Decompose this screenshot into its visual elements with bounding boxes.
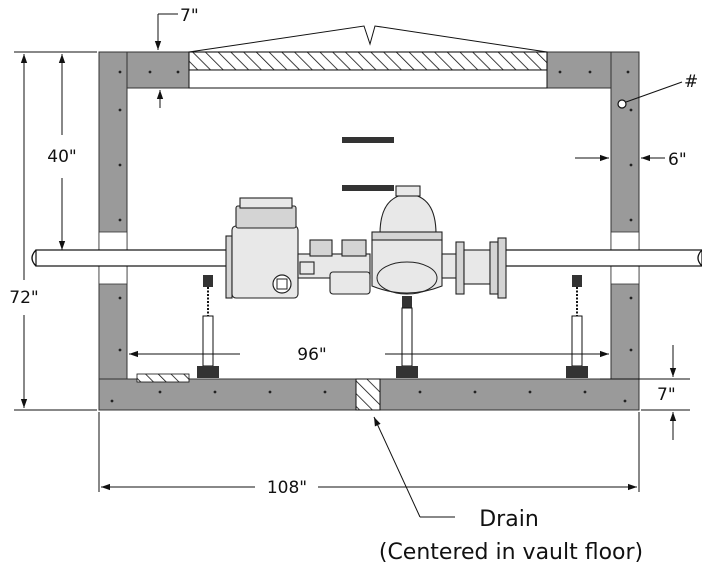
- dim-side-wall: 6": [668, 150, 687, 170]
- ladder-rungs: [342, 137, 394, 191]
- dim-floor: 7": [657, 385, 676, 405]
- drain-label: Drain: [479, 507, 539, 532]
- pipe: [31, 249, 702, 267]
- dim-overall-width: 108": [267, 478, 307, 498]
- dimension-lines: [14, 13, 690, 518]
- vault-walls: [98, 51, 640, 411]
- drain-opening: [355, 378, 381, 411]
- pipe-supports: [197, 275, 588, 378]
- drain-note: (Centered in vault floor): [379, 540, 643, 565]
- access-hatch: [188, 25, 548, 89]
- item-marker: #: [684, 72, 698, 92]
- dim-interior-height: 40": [47, 147, 76, 167]
- dim-interior-width: 96": [297, 345, 326, 365]
- dim-overall-height: 72": [9, 288, 38, 308]
- backflow-assembly: [225, 185, 507, 299]
- dim-top-wall: 7": [180, 6, 199, 26]
